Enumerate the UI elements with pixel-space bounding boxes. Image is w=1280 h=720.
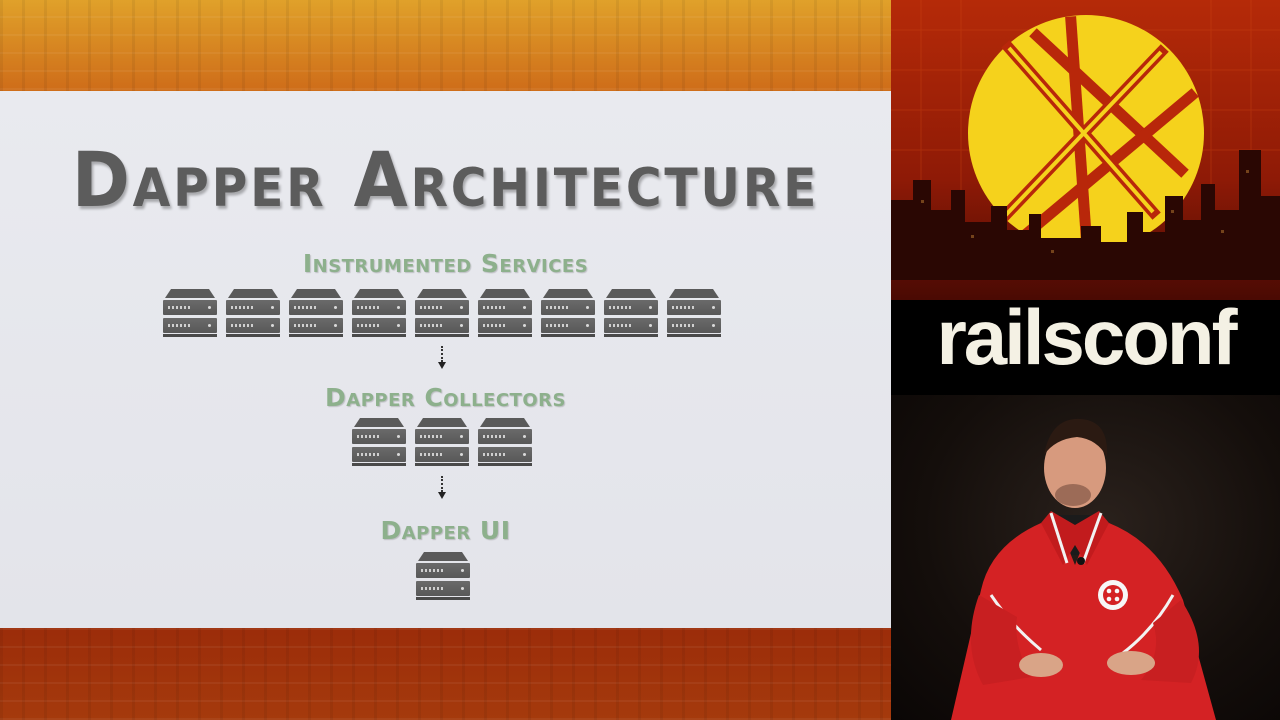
server-rack-icon (478, 418, 532, 466)
speaker-video-panel (891, 395, 1280, 720)
presentation-slide (0, 91, 891, 628)
server-rack-icon (415, 289, 469, 337)
arrow-head-icon (438, 492, 446, 499)
server-rack-icon (289, 289, 343, 337)
tier-label-instrumented-services: Instrumented Services (302, 249, 589, 278)
server-rack-icon (478, 289, 532, 337)
server-rack-icon (352, 289, 406, 337)
server-rack-icon (163, 289, 217, 337)
server-rack-icon (415, 418, 469, 466)
server-rack-icon (604, 289, 658, 337)
arrow-head-icon (438, 362, 446, 369)
right-column: railsconf (891, 0, 1280, 720)
speaker-figure (951, 418, 1216, 720)
instrumented-services-server-row (163, 289, 721, 337)
tier-label-dapper-ui: Dapper UI (380, 516, 511, 545)
railsconf-sun-skyline-logo (891, 0, 1280, 300)
dotted-down-arrow-icon (441, 476, 447, 492)
dapper-collectors-server-row (352, 418, 532, 466)
dapper-ui-server-row (416, 552, 470, 600)
server-rack-icon (226, 289, 280, 337)
railsconf-wordmark: railsconf (936, 293, 1237, 381)
tier-label-dapper-collectors: Dapper Collectors (325, 383, 566, 412)
railsconf-logo-panel: railsconf (891, 0, 1280, 395)
server-rack-icon (541, 289, 595, 337)
server-rack-icon (352, 418, 406, 466)
slide-title: Dapper Architecture (71, 135, 820, 224)
server-rack-icon (416, 552, 470, 600)
server-rack-icon (667, 289, 721, 337)
dotted-down-arrow-icon (441, 346, 447, 362)
